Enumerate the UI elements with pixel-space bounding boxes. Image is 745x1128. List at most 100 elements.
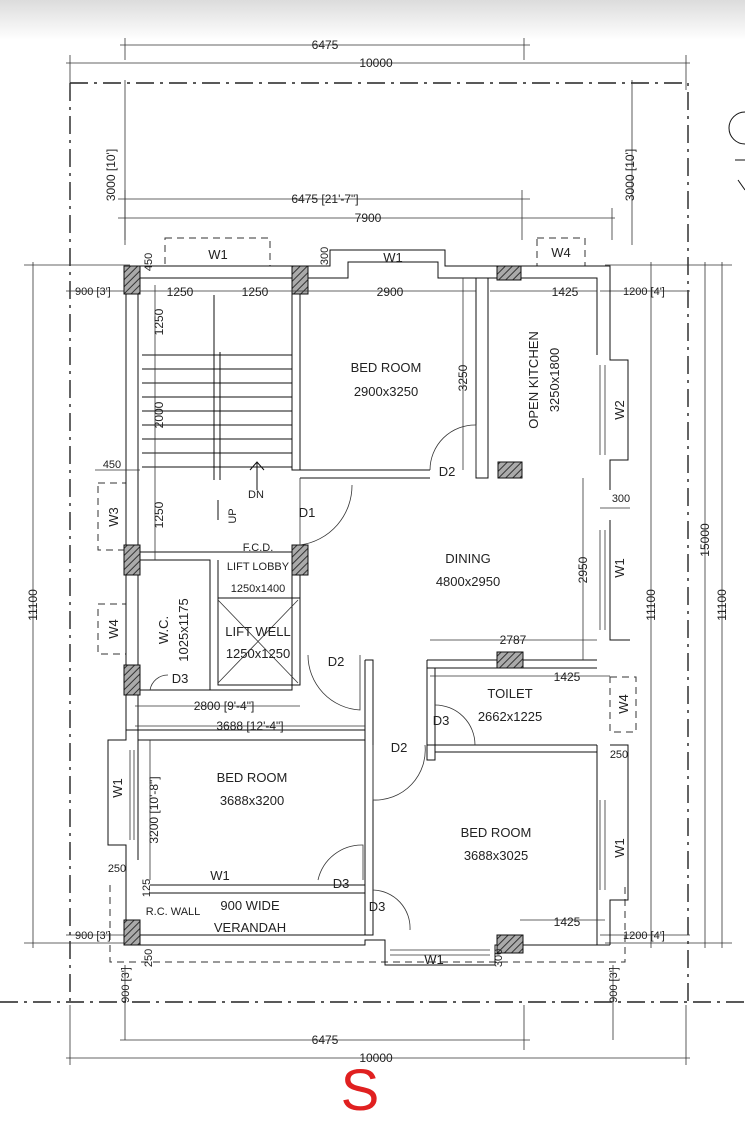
- dim-1425-kitchen: 1425: [552, 285, 579, 299]
- bed3-size: 3688x3025: [464, 848, 528, 863]
- tag-w1-left-bed: W1: [110, 778, 125, 798]
- right-dimensions: 11100 15000 11100 1200 [4'] 1200 [4'] 90…: [600, 262, 732, 1040]
- dining-size: 4800x2950: [436, 574, 500, 589]
- wc-name: W.C.: [156, 616, 171, 644]
- dim-right-15000: 15000: [698, 523, 712, 557]
- tag-d3-toilet: D3: [433, 713, 450, 728]
- tag-d2-bed3: D2: [391, 740, 408, 755]
- lobby-code: F.C.D.: [243, 542, 274, 554]
- tag-w3-left: W3: [106, 507, 121, 527]
- dim-300-right: 300: [612, 493, 630, 505]
- tag-w4-left: W4: [106, 619, 121, 639]
- dim-1250-b: 1250: [242, 285, 269, 299]
- tag-d2-bed: D2: [439, 464, 456, 479]
- tag-d3-verandah: D3: [369, 899, 386, 914]
- plot-boundary: [0, 82, 745, 1003]
- scan-shadow: [0, 0, 745, 40]
- direction-mark: S: [341, 1058, 380, 1123]
- dim-2900: 2900: [377, 285, 404, 299]
- dim-1250-v2: 1250: [152, 501, 166, 528]
- top-dimensions: 6475 10000 6475 [21'-7"] 7900: [66, 38, 690, 240]
- dim-250-left: 250: [108, 863, 126, 875]
- north-arrow-partial: [728, 111, 745, 191]
- dim-250-right: 250: [610, 749, 628, 761]
- tag-w1-verandah: W1: [210, 868, 230, 883]
- kitchen-name: OPEN KITCHEN: [526, 331, 541, 429]
- columns: [123, 265, 524, 954]
- kitchen-size: 3250x1800: [547, 348, 562, 412]
- liftwell-size: 1250x1250: [226, 646, 290, 661]
- rc-wall: R.C. WALL: [146, 906, 201, 918]
- dim-3200: 3200 [10'-8"]: [147, 776, 161, 843]
- tag-w1-right-dining: W1: [612, 558, 627, 578]
- dim-3250: 3250: [456, 364, 470, 391]
- tag-w1-bottom: W1: [424, 952, 444, 967]
- dim-left-overall: 11100: [26, 589, 40, 621]
- tag-w4-right-toilet: W4: [616, 694, 631, 714]
- dim-right-11100: 11100: [715, 589, 729, 621]
- dim-top-overall: 10000: [359, 56, 393, 70]
- dim-450-top: 450: [143, 253, 155, 271]
- dining-name: DINING: [445, 551, 491, 566]
- lobby-name: LIFT LOBBY: [227, 561, 290, 573]
- bed1-size: 2900x3250: [354, 384, 418, 399]
- bed2-size: 3688x3200: [220, 793, 284, 808]
- dim-bottom-overall: 10000: [359, 1051, 393, 1065]
- bed2-name: BED ROOM: [217, 770, 288, 785]
- dim-3688: 3688 [12'-4"]: [216, 719, 283, 733]
- dim-1425-toilet: 1425: [554, 670, 581, 684]
- tag-w1-top-left: W1: [208, 247, 228, 262]
- verandah-width: 900 WIDE: [220, 898, 280, 913]
- toilet-size: 2662x1225: [478, 709, 542, 724]
- dim-top-building: 6475: [312, 38, 339, 52]
- dim-2950: 2950: [576, 556, 590, 583]
- dim-left-900: 900 [3']: [75, 286, 111, 298]
- dim-right-inner: 11100: [644, 589, 658, 621]
- dim-bottom-900-right: 900 [3']: [608, 967, 620, 1003]
- dim-2000: 2000: [152, 401, 166, 428]
- lift-well-cross: [217, 599, 299, 684]
- dim-right-setback: 3000 [10']: [623, 149, 637, 201]
- toilet-name: TOILET: [487, 686, 532, 701]
- dim-left-900-b: 900 [3']: [75, 930, 111, 942]
- tag-d1: D1: [299, 505, 316, 520]
- stair-dn: DN: [248, 489, 264, 501]
- dim-left-setback: 3000 [10']: [104, 149, 118, 201]
- dim-250-bottom: 250: [143, 949, 155, 967]
- dim-2800: 2800 [9'-4"]: [194, 699, 255, 713]
- dim-125: 125: [141, 879, 153, 897]
- windows: [129, 365, 606, 956]
- dim-450-left: 450: [103, 459, 121, 471]
- dim-1425-bed3: 1425: [554, 915, 581, 929]
- tag-w2-right: W2: [612, 400, 627, 420]
- dim-top-inner2: 7900: [355, 211, 382, 225]
- dim-1250-v: 1250: [152, 308, 166, 335]
- lobby-size: 1250x1400: [231, 583, 285, 595]
- tag-d3-bed2: D3: [333, 876, 350, 891]
- dim-300-bottom: 300: [493, 949, 505, 967]
- bed3-name: BED ROOM: [461, 825, 532, 840]
- stair-up: UP: [227, 508, 239, 523]
- tag-w1-top-mid: W1: [383, 250, 403, 265]
- inner-dim-text: 450 1250 1250 1250 2000 1250 450 300 290…: [103, 247, 630, 967]
- dim-top-inner: 6475 [21'-7"]: [291, 192, 358, 206]
- tag-d2-lobby: D2: [328, 654, 345, 669]
- interior-walls: [126, 278, 597, 936]
- room-labels: BED ROOM 2900x3250 OPEN KITCHEN 3250x180…: [146, 331, 562, 935]
- opening-tags: W1 W1 W4 W2 W1 W4 W1 W1 W1 W1 W3 W4 D1 D…: [106, 245, 631, 967]
- dim-bottom-building: 6475: [312, 1033, 339, 1047]
- dim-right-1200-b: 1200 [4']: [623, 930, 665, 942]
- tag-d3-wc: D3: [172, 671, 189, 686]
- wc-size: 1025x1175: [176, 598, 191, 661]
- dim-2787: 2787: [500, 633, 527, 647]
- dim-300-top: 300: [319, 247, 331, 265]
- dim-1250-a: 1250: [167, 285, 194, 299]
- bottom-dimensions: 6475 10000: [66, 1005, 690, 1065]
- left-dimensions: 3000 [10'] 3000 [10'] 11100 900 [3'] 900…: [24, 80, 637, 1040]
- inner-dim-lines: [95, 278, 630, 921]
- dim-bottom-900-left: 900 [3']: [120, 967, 132, 1003]
- door-swings: [149, 424, 477, 931]
- tag-w1-right-bed: W1: [612, 838, 627, 858]
- staircase: [142, 295, 292, 520]
